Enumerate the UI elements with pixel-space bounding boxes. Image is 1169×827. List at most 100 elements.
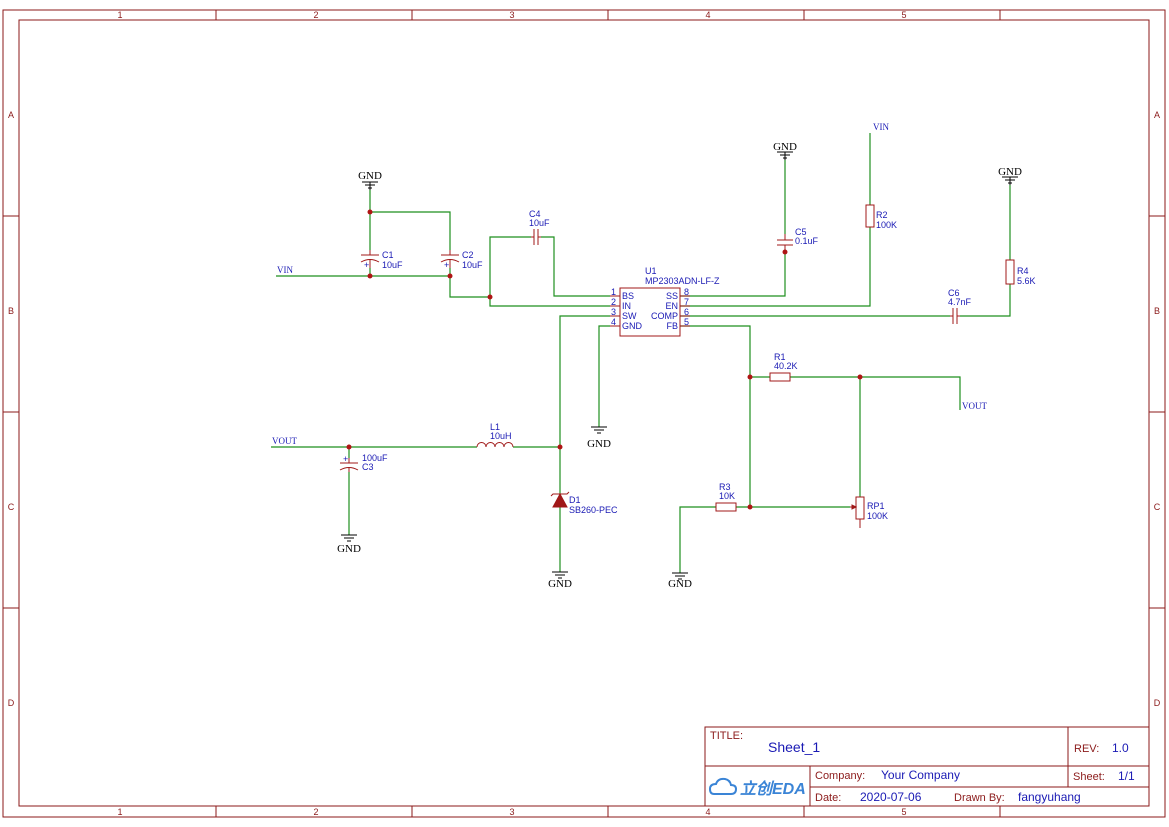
pin-number: 2 (611, 297, 616, 307)
row-label: D (8, 698, 15, 708)
c4-value: 10uF (529, 218, 550, 228)
row-label: D (1154, 698, 1161, 708)
resistor-r4[interactable]: R4 5.6K (1005, 259, 1036, 286)
pin-name: GND (622, 321, 643, 331)
column-label: 3 (509, 807, 514, 817)
diode-d1[interactable]: D1 SB260-PEC (550, 491, 618, 515)
vout-net-label: VOUT (962, 401, 987, 411)
company-key: Company: (815, 770, 865, 782)
date-key: Date: (815, 792, 841, 804)
vout-net-label: VOUT (272, 436, 297, 446)
column-label: 4 (705, 807, 710, 817)
row-label: A (8, 110, 14, 120)
pin-name: IN (622, 301, 631, 311)
d1-ref: D1 (569, 495, 581, 505)
polarity-mark: + (343, 454, 348, 464)
gnd-label: GND (358, 170, 382, 182)
pin-number: 7 (684, 297, 689, 307)
u1-ref: U1 (645, 266, 657, 276)
potentiometer-rp1[interactable]: RP1 100K (850, 496, 888, 528)
gnd-label: GND (773, 141, 797, 153)
title-key: TITLE: (710, 730, 743, 742)
drawn-by-key: Drawn By: (954, 792, 1005, 804)
pin-number: 6 (684, 307, 689, 317)
sheet-frame (2, 9, 1166, 818)
capacitor-c5[interactable]: C5 0.1uF (777, 227, 819, 252)
company-value: Your Company (881, 768, 960, 782)
pin-number: 1 (611, 287, 616, 297)
resistor-r2[interactable]: R2 100K (865, 204, 897, 230)
pin-number: 4 (611, 317, 616, 327)
vin-net-label: VIN (277, 265, 293, 275)
column-label: 3 (509, 10, 514, 20)
gnd-label: GND (668, 578, 692, 590)
pin-name: SW (622, 311, 637, 321)
resistor-r1[interactable]: R1 40.2K (769, 352, 798, 382)
polarity-mark: + (444, 260, 449, 270)
column-label: 1 (117, 10, 122, 20)
l1-ref: L1 (490, 422, 500, 432)
logo-text: 立创EDA (740, 780, 806, 798)
resistor-r3[interactable]: R3 10K (715, 482, 737, 512)
vin-net-label: VIN (873, 122, 889, 132)
column-label: 4 (705, 10, 710, 20)
capacitor-c2[interactable]: + C2 10uF (440, 250, 483, 270)
r1-value: 40.2K (774, 361, 798, 371)
polarity-mark: + (364, 260, 369, 270)
rev-value: 1.0 (1112, 741, 1129, 755)
gnd-label: GND (548, 578, 572, 590)
row-label: B (8, 306, 14, 316)
r4-value: 5.6K (1017, 276, 1036, 286)
c6-value: 4.7nF (948, 297, 972, 307)
c2-ref: C2 (462, 250, 474, 260)
pin-name: EN (665, 301, 678, 311)
pin-name: BS (622, 291, 634, 301)
ic-u1[interactable]: U1 MP2303ADN-LF-Z 1 2 3 4 BS IN SW GND 8… (610, 266, 720, 337)
r3-ref: R3 (719, 482, 731, 492)
capacitor-c4[interactable]: C4 10uF (529, 209, 550, 245)
zone-labels: 1 2 3 4 5 1 2 3 4 5 A B C D A B C D (8, 10, 1161, 817)
capacitor-c3[interactable]: + 100uF C3 (339, 453, 388, 472)
r3-value: 10K (719, 491, 735, 501)
column-label: 1 (117, 807, 122, 817)
pin-number: 5 (684, 317, 689, 327)
c3-ref: C3 (362, 462, 374, 472)
gnd-label: GND (998, 166, 1022, 178)
row-label: C (8, 502, 15, 512)
pin-name: FB (666, 321, 678, 331)
sheet-title: Sheet_1 (768, 739, 820, 755)
row-label: C (1154, 502, 1161, 512)
lceda-logo: 立创EDA (708, 777, 806, 798)
row-label: A (1154, 110, 1160, 120)
c2-value: 10uF (462, 260, 483, 270)
d1-value: SB260-PEC (569, 505, 618, 515)
gnd-label: GND (337, 543, 361, 555)
column-label: 5 (901, 807, 906, 817)
pin-number: 3 (611, 307, 616, 317)
sheet-key: Sheet: (1073, 771, 1105, 783)
c1-value: 10uF (382, 260, 403, 270)
capacitor-c1[interactable]: + C1 10uF (360, 250, 403, 270)
c3-value: 100uF (362, 453, 388, 463)
gnd-symbol-r4: GND (998, 166, 1022, 185)
r2-ref: R2 (876, 210, 888, 220)
c5-value: 0.1uF (795, 236, 819, 246)
date-value: 2020-07-06 (860, 790, 922, 804)
inductor-l1[interactable]: L1 10uH (476, 422, 514, 448)
gnd-label: GND (587, 438, 611, 450)
r2-value: 100K (876, 220, 897, 230)
u1-value: MP2303ADN-LF-Z (645, 276, 720, 286)
c5-ref: C5 (795, 227, 807, 237)
gnd-symbol-c1c2: GND (358, 170, 382, 190)
capacitor-c6[interactable]: C6 4.7nF (948, 288, 972, 324)
c6-ref: C6 (948, 288, 960, 298)
title-block: TITLE: Sheet_1 REV: 1.0 Company: Your Co… (704, 726, 1150, 807)
pin-name: COMP (651, 311, 678, 321)
gnd-symbol-u1: GND (587, 426, 611, 450)
r4-ref: R4 (1017, 266, 1029, 276)
gnd-symbol-r3: GND (668, 572, 692, 590)
rp1-value: 100K (867, 511, 888, 521)
gnd-symbol-c5: GND (773, 141, 797, 160)
l1-value: 10uH (490, 431, 512, 441)
